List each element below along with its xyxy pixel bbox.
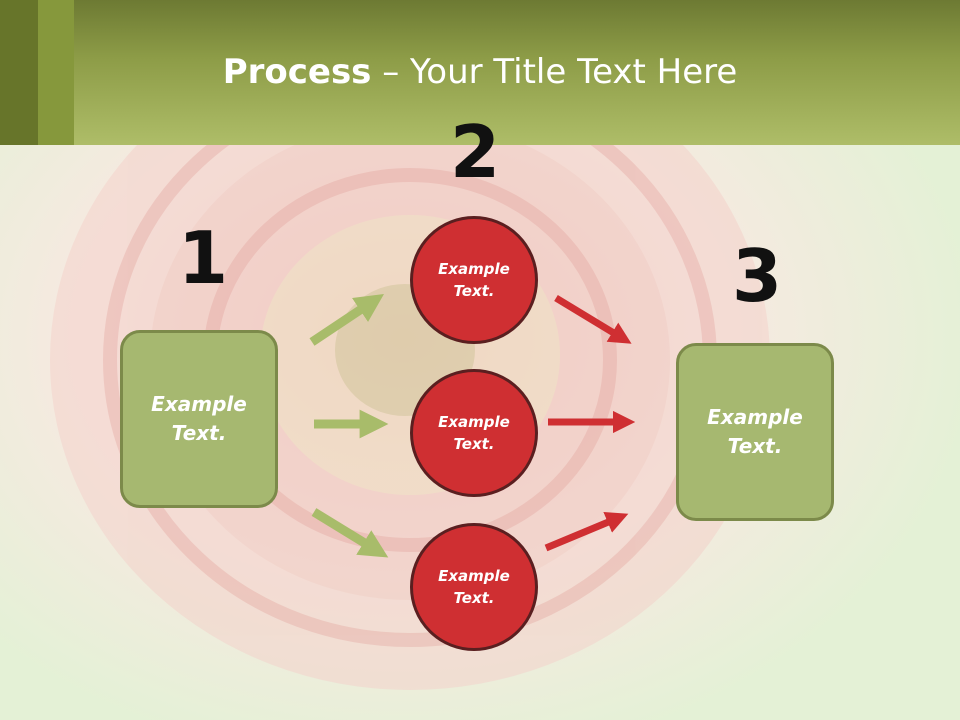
header-bar: Process – Your Title Text Here [0,0,960,145]
circle-1: Example Text. [410,216,538,344]
title-rest: – Your Title Text Here [371,52,738,92]
right-text-box: Example Text. [676,343,834,521]
slide-title: Process – Your Title Text Here [0,52,960,92]
title-bold: Process [222,52,372,92]
arrow-circle-3-to-box [544,511,629,552]
circle-3: Example Text. [410,523,538,651]
step-number-1: 1 [178,216,229,300]
arrow-box-to-circle-3 [311,508,389,558]
step-number-2: 2 [450,110,501,194]
circle-2: Example Text. [410,369,538,497]
arrow-box-to-circle-1 [309,294,384,346]
step-number-3: 3 [732,234,783,318]
header-stripe-mid [38,0,74,145]
left-text-box: Example Text. [120,330,278,508]
arrow-circle-1-to-box [554,295,632,344]
header-stripe-dark [0,0,38,145]
